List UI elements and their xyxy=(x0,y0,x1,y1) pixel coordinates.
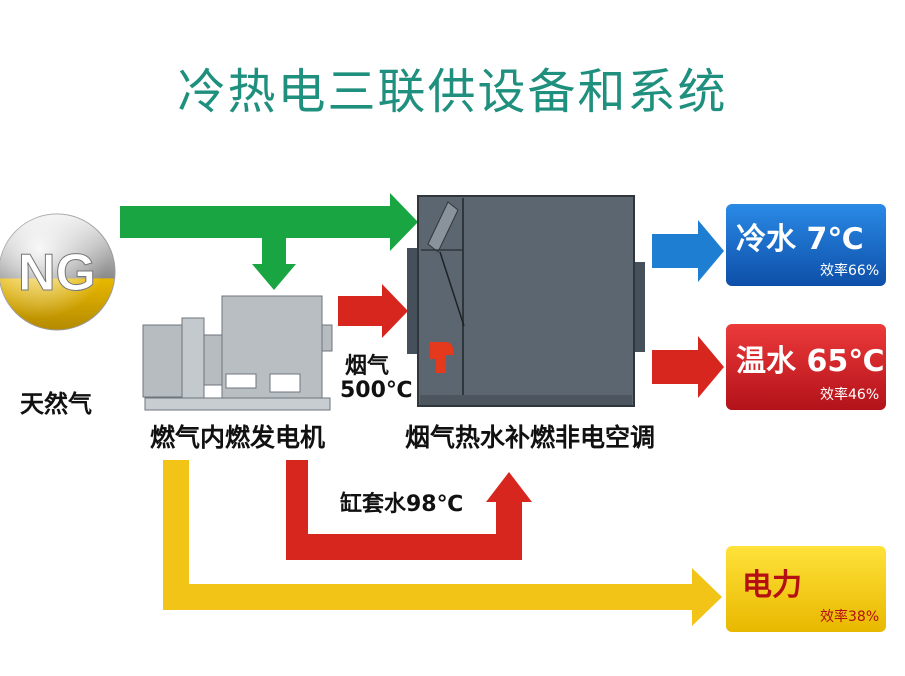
cold-water-arrow xyxy=(652,220,724,282)
hot-water-arrow xyxy=(652,336,724,398)
flue-gas-arrow xyxy=(338,284,408,338)
burner-icon xyxy=(430,342,453,373)
page-title: 冷热电三联供设备和系统 xyxy=(177,64,728,120)
natural-gas-label: 天然气 xyxy=(20,390,92,418)
power-text: 电力 xyxy=(742,568,802,603)
hot-water-efficiency: 效率46% xyxy=(820,387,880,403)
gas-engine-generator xyxy=(142,295,333,411)
flue-gas-temp: 500℃ xyxy=(340,378,413,403)
hot-water-box xyxy=(726,324,886,410)
power-arrow xyxy=(163,460,722,626)
cold-water-text: 冷水 7℃ xyxy=(736,222,864,257)
power-efficiency: 效率38% xyxy=(820,609,880,625)
ng-text: NG xyxy=(18,244,96,302)
hot-water-text: 温水 65℃ xyxy=(736,344,885,379)
absorption-chiller xyxy=(407,195,645,407)
cold-water-box xyxy=(726,204,886,286)
cold-water-efficiency: 效率66% xyxy=(820,263,880,279)
chiller-label: 烟气热水补燃非电空调 xyxy=(405,423,656,452)
generator-label: 燃气内燃发电机 xyxy=(150,423,326,452)
natural-gas-icon: NG xyxy=(0,213,116,331)
jacket-water-arrow xyxy=(286,460,532,560)
gas-arrow xyxy=(120,193,418,290)
flue-gas-label: 烟气 xyxy=(345,354,390,379)
power-box xyxy=(726,546,886,632)
jacket-water-label: 缸套水98℃ xyxy=(340,492,464,517)
